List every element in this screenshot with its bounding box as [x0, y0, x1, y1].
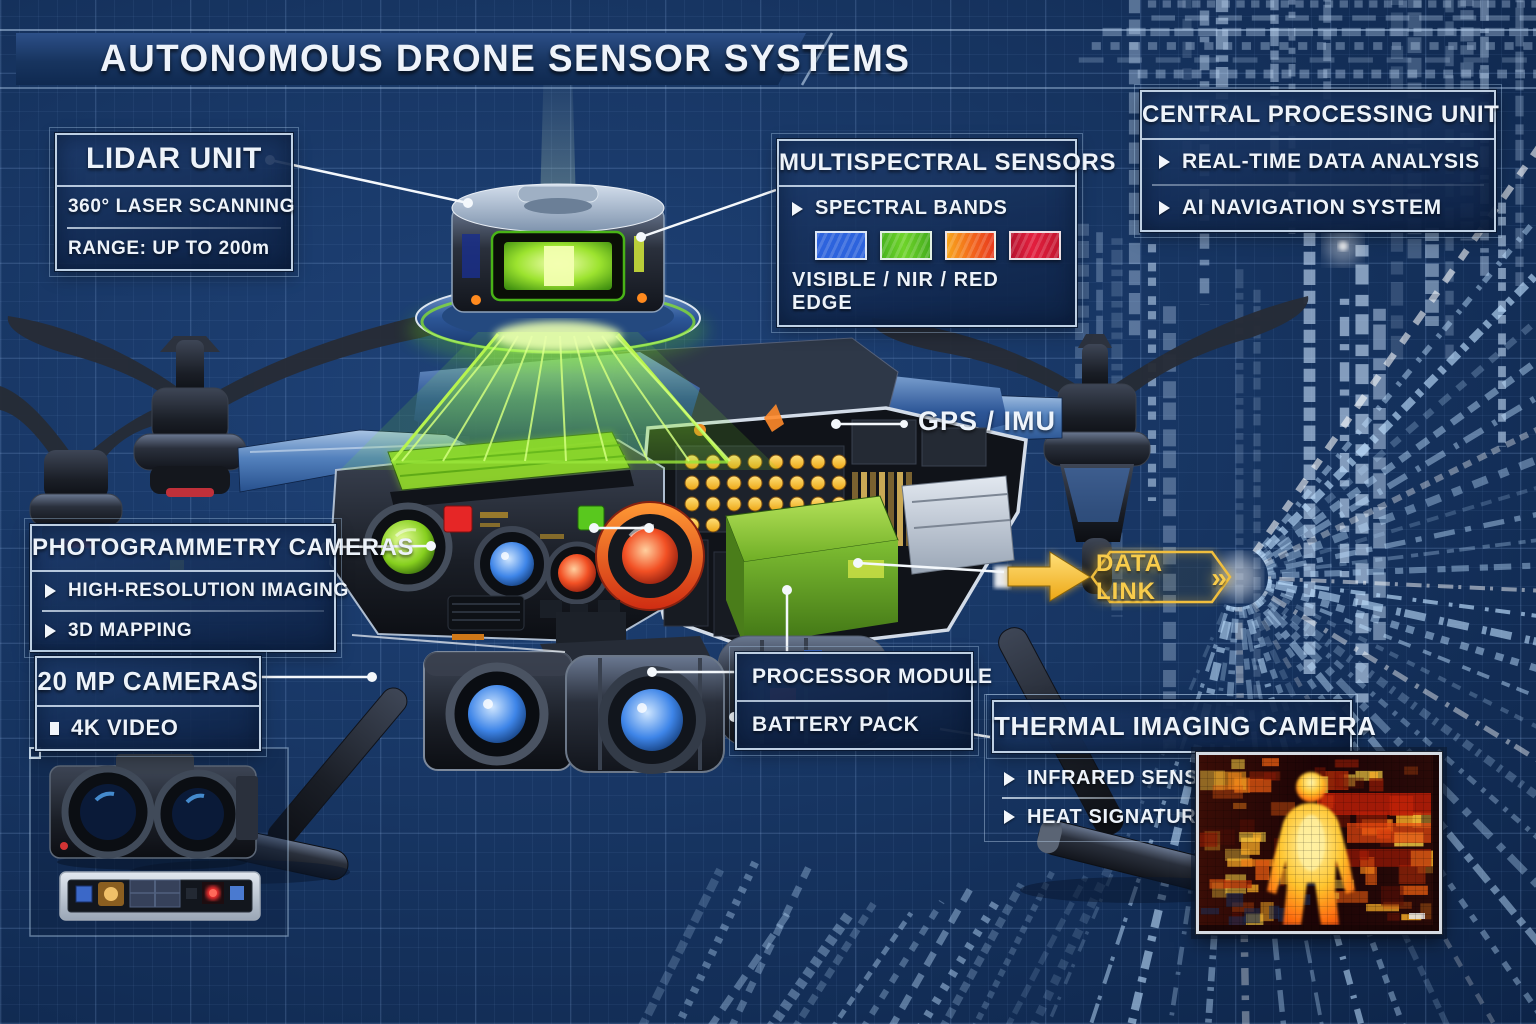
multispectral-box-title: MULTISPECTRAL SENSORS [779, 141, 1115, 187]
cpu-callout-box: CENTRAL PROCESSING UNIT REAL-TIME DATA A… [1134, 84, 1502, 237]
page-title: AUTONOMOUS DRONE SENSOR SYSTEMS [100, 38, 911, 80]
mp-box-title: 20 MP CAMERAS [37, 658, 259, 707]
laser-scan-fan [340, 321, 780, 470]
bullet-triangle-icon [45, 584, 56, 598]
photogrammetry-item-2: 3D MAPPING [32, 612, 334, 650]
red-indicator-light [443, 505, 473, 533]
battery-pack-label: BATTERY PACK [752, 713, 920, 736]
thermal-callout-box: THERMAL IMAGING CAMERA [986, 694, 1377, 759]
thermal-image [1195, 751, 1450, 935]
divider [42, 610, 324, 612]
data-link-label: DATA LINK » [1096, 550, 1228, 605]
bullet-triangle-icon [1159, 200, 1170, 215]
green-processor-module [725, 495, 899, 646]
bullet-triangle-icon [792, 201, 803, 216]
photogrammetry-item-1: HIGH-RESOLUTION IMAGING [32, 572, 348, 610]
data-link-arrow-icon [994, 549, 1260, 605]
data-stream-bottom-columns [638, 859, 1116, 1024]
stereo-camera-inset [29, 747, 289, 937]
multispectral-callout-box: MULTISPECTRAL SENSORS SPECTRAL BANDS VIS… [771, 133, 1115, 333]
blue-lens [474, 526, 550, 602]
title-banner [16, 33, 806, 85]
cpu-item-2: AI NAVIGATION SYSTEM [1142, 186, 1494, 230]
square-bullet-icon [50, 721, 59, 735]
lidar-spec-1: 360° LASER SCANNING [68, 196, 295, 217]
mp-cameras-callout-box: 20 MP CAMERAS 4K VIDEO [29, 650, 267, 757]
thermal-items: INFRARED SENSOR HEAT SIGNATURE [1000, 760, 1229, 836]
gps-imu-label: GPS / IMU [918, 406, 1057, 436]
divider [67, 227, 281, 229]
chevron-right-icon: » [1211, 562, 1228, 593]
thermal-human-silhouette [1267, 772, 1355, 925]
thermal-box-title: THERMAL IMAGING CAMERA [994, 711, 1377, 741]
band-swatch-nir-red [1009, 231, 1061, 260]
left-rotor-motor [133, 336, 247, 570]
processor-battery-callout-box: PROCESSOR MODULE BATTERY PACK [729, 646, 992, 756]
band-swatch-red-edge [944, 231, 997, 260]
bullet-triangle-icon [1004, 771, 1015, 786]
processor-module-label: PROCESSOR MODULE [737, 654, 992, 702]
data-stream-top-dashes [1078, 0, 1536, 79]
large-red-lens [595, 501, 705, 611]
bullet-triangle-icon [1004, 810, 1015, 824]
spectral-bands-caption: VISIBLE / NIR / RED EDGE [792, 269, 999, 314]
band-swatch-visible-blue [815, 231, 867, 260]
spectral-bands-label: SPECTRAL BANDS [815, 197, 1008, 219]
blue-indicator [462, 234, 480, 278]
mp-item-1: 4K VIDEO [37, 707, 259, 749]
yellow-indicator [634, 236, 644, 272]
photogrammetry-callout-box: PHOTOGRAMMETRY CAMERAS HIGH-RESOLUTION I… [24, 518, 414, 657]
banner-slash [800, 32, 834, 86]
lidar-box-title: LIDAR UNIT [57, 135, 291, 187]
divider [1152, 184, 1484, 186]
right-rotor-motor [1043, 334, 1151, 594]
photogrammetry-box-title: PHOTOGRAMMETRY CAMERAS [32, 526, 414, 572]
sensor-strip-inset [59, 871, 261, 921]
top-frame-line [0, 29, 1536, 31]
spectral-band-swatches [815, 231, 1061, 260]
lidar-unit [408, 60, 708, 366]
divider [1002, 797, 1208, 799]
top-frame-line-2 [0, 87, 1536, 89]
bullet-triangle-icon [45, 623, 56, 638]
lidar-callout-box: LIDAR UNIT 360° LASER SCANNING RANGE: UP… [49, 127, 299, 276]
bullet-triangle-icon [1159, 155, 1170, 169]
leader-lines [247, 155, 1005, 739]
thermal-item-2: HEAT SIGNATURE [1000, 799, 1210, 836]
spectral-bands-row: SPECTRAL BANDS [779, 187, 1075, 222]
cpu-box-title: CENTRAL PROCESSING UNIT [1142, 92, 1499, 140]
thermal-item-1: INFRARED SENSOR [1000, 760, 1229, 797]
lidar-spec-2: RANGE: UP TO 200m [68, 237, 270, 259]
band-swatch-green [879, 231, 932, 260]
cpu-item-1: REAL-TIME DATA ANALYSIS [1142, 140, 1494, 184]
